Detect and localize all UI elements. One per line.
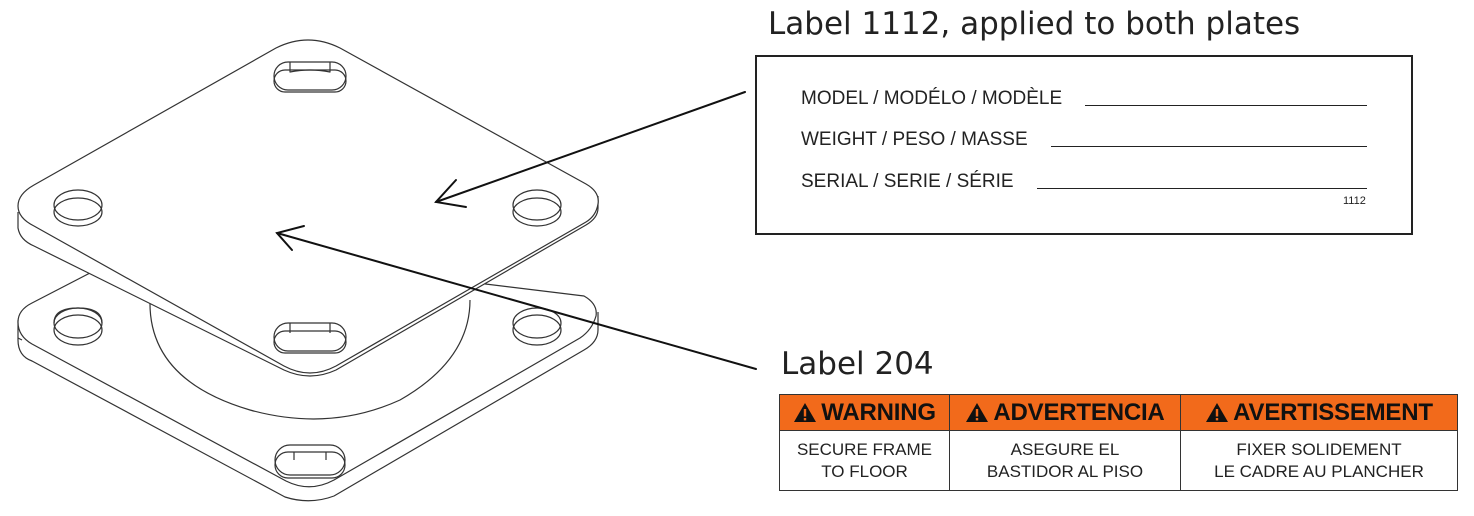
- warning-message-row: SECURE FRAME TO FLOOR ASEGURE EL BASTIDO…: [780, 430, 1457, 491]
- label-number: 1112: [1343, 195, 1366, 207]
- message-en-line-1: SECURE FRAME: [796, 440, 933, 459]
- message-fr-line-1: FIXER SOLIDEMENT: [1236, 440, 1402, 459]
- serial-field-label: SERIAL / SERIE / SÉRIE: [801, 171, 1014, 192]
- model-field-label: MODEL / MODÉLO / MODÈLE: [801, 88, 1063, 109]
- warning-header-es: ADVERTENCIA: [950, 395, 1181, 430]
- weight-blank-line: [1051, 146, 1367, 147]
- model-blank-line: [1085, 105, 1367, 106]
- warning-header-fr-text: AVERTISSEMENT: [1233, 398, 1433, 426]
- arrow-label-204: [275, 225, 757, 370]
- label-204: WARNING ADVERTENCIA AVERTISSEMENT SECURE…: [779, 394, 1458, 491]
- warning-message-en: SECURE FRAME TO FLOOR: [780, 431, 950, 491]
- warning-header-es-text: ADVERTENCIA: [993, 398, 1165, 426]
- warning-triangle-icon: [794, 403, 817, 422]
- label-204-title: Label 204: [781, 346, 934, 382]
- top-plate-holes: [53, 61, 562, 354]
- warning-triangle-icon: [1206, 403, 1229, 422]
- warning-message-fr: FIXER SOLIDEMENT LE CADRE AU PLANCHER: [1181, 431, 1457, 491]
- message-en-line-2: TO FLOOR: [821, 462, 908, 481]
- weight-field: WEIGHT / PESO / MASSE: [801, 129, 1367, 151]
- model-field: MODEL / MODÉLO / MODÈLE: [801, 88, 1367, 110]
- warning-header-en-text: WARNING: [821, 398, 936, 426]
- serial-blank-line: [1037, 188, 1367, 189]
- message-es-line-2: BASTIDOR AL PISO: [986, 462, 1144, 481]
- warning-header-en: WARNING: [780, 395, 950, 430]
- warning-header-fr: AVERTISSEMENT: [1181, 395, 1457, 430]
- label-1112-title: Label 1112, applied to both plates: [768, 6, 1301, 42]
- message-es-line-1: ASEGURE EL: [1010, 440, 1120, 459]
- warning-message-es: ASEGURE EL BASTIDOR AL PISO: [950, 431, 1181, 491]
- label-1112: MODEL / MODÉLO / MODÈLE WEIGHT / PESO / …: [755, 55, 1413, 235]
- bottom-plate-holes: [53, 307, 562, 479]
- message-fr-line-2: LE CADRE AU PLANCHER: [1214, 462, 1424, 481]
- arrow-label-1112: [434, 91, 746, 208]
- top-plate: [17, 39, 599, 377]
- warning-header-row: WARNING ADVERTENCIA AVERTISSEMENT: [780, 395, 1457, 430]
- weight-field-label: WEIGHT / PESO / MASSE: [801, 129, 1028, 150]
- serial-field: SERIAL / SERIE / SÉRIE: [801, 171, 1367, 193]
- warning-triangle-icon: [966, 403, 989, 422]
